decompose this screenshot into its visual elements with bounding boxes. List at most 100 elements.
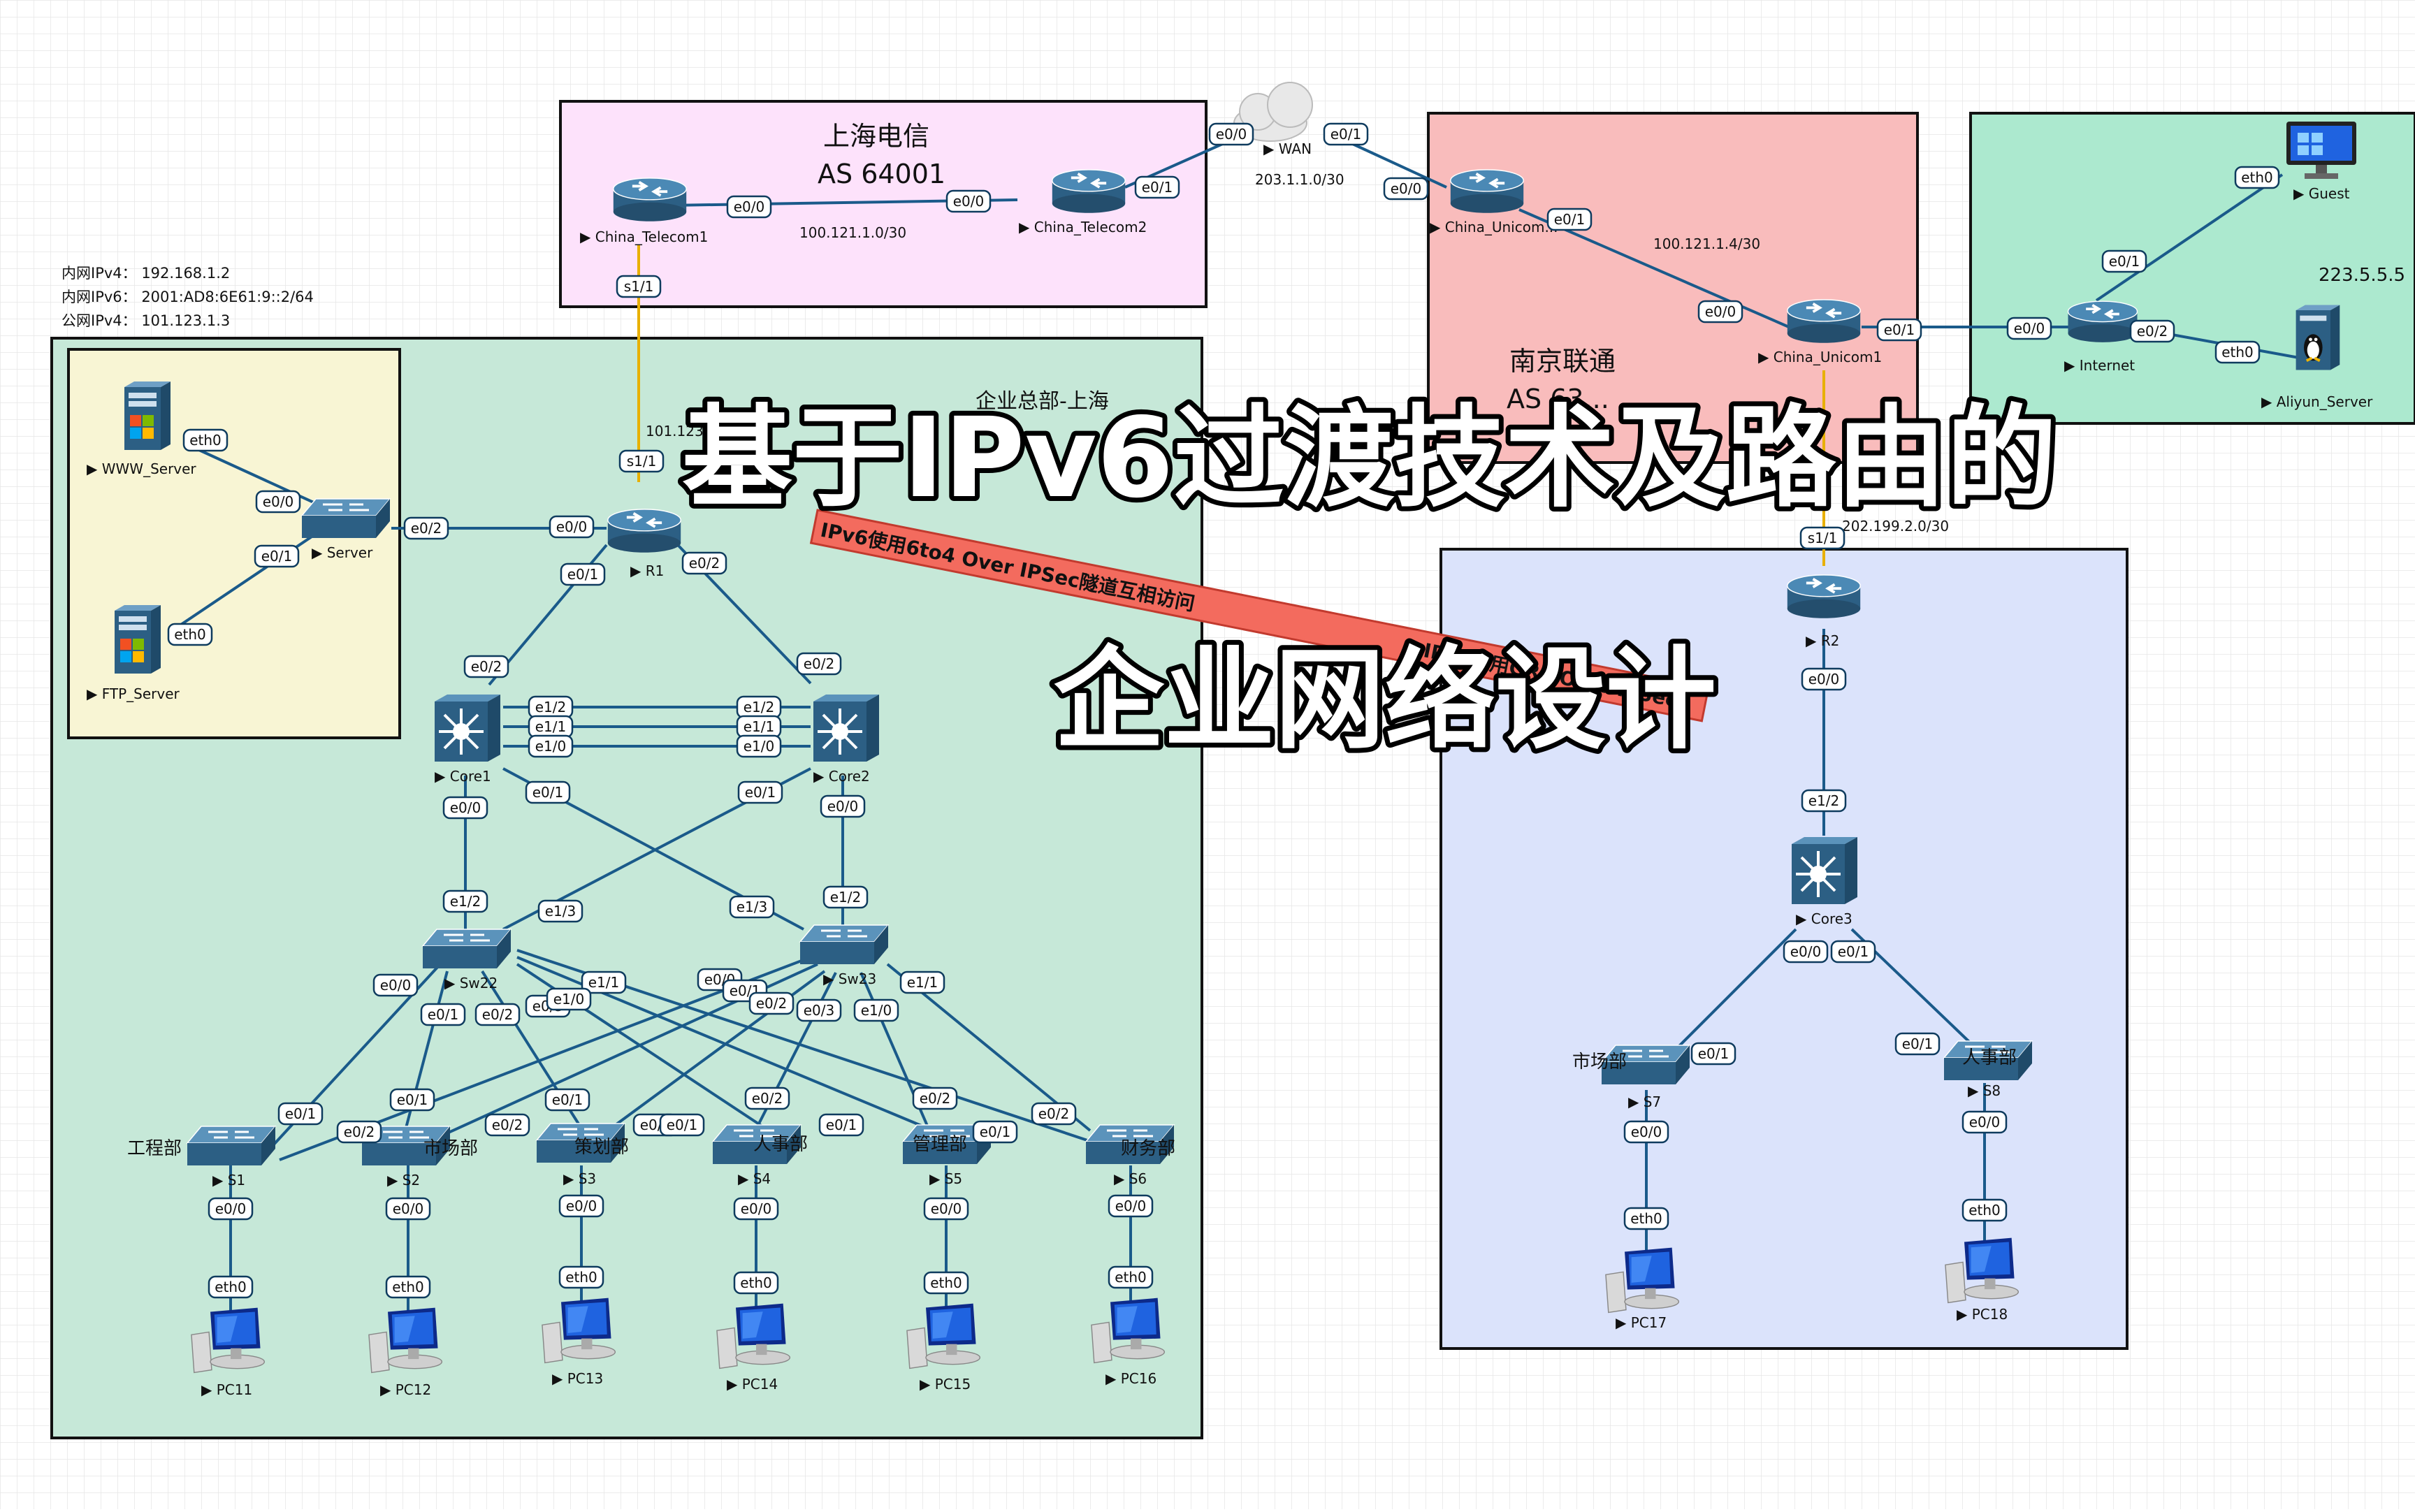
interface-tag: e0/1 <box>818 1113 864 1137</box>
interface-tag: e0/0 <box>820 794 866 818</box>
r1-router[interactable]: ▶ R1 <box>606 507 683 579</box>
telecom-as: AS 64001 <box>818 159 945 189</box>
interface-tag-label: e0/0 <box>393 1200 424 1217</box>
interface-tag-label: e0/1 <box>1554 211 1586 228</box>
s2-dept-label: 市场部 <box>423 1138 478 1159</box>
server-zone <box>67 348 401 739</box>
www-server[interactable]: ▶ WWW_Server <box>87 381 196 477</box>
internet-router[interactable]: ▶ Internet <box>2064 301 2138 374</box>
pc14[interactable]: ▶ PC14 <box>716 1302 791 1393</box>
interface-tag: e1/2 <box>736 695 782 719</box>
interface-tag-label: e0/1 <box>397 1091 428 1108</box>
interface-tag-box <box>659 1113 705 1137</box>
core3-switch[interactable]: ▶ Core3 <box>1790 836 1859 927</box>
interface-tag: e0/1 <box>972 1120 1018 1144</box>
interface-tag: e1/0 <box>853 998 899 1022</box>
interface-tag: e0/1 <box>1546 208 1593 231</box>
interface-tag: e1/1 <box>899 971 945 994</box>
interface-tag-box <box>923 1197 969 1221</box>
china-telecom2-router[interactable]: ▶ China_Telecom2 <box>1019 168 1147 235</box>
interface-tag-box <box>1623 1207 1669 1230</box>
interface-tag-label: e0/0 <box>380 977 412 994</box>
interface-tag-label: eth0 <box>1968 1202 2001 1219</box>
s4-switch[interactable]: 人事部 ▶ S4 <box>711 1124 808 1187</box>
interface-tag: e0/0 <box>1801 667 1847 691</box>
interface-tag-box <box>923 1271 969 1295</box>
interface-tag-label: e1/1 <box>588 974 620 991</box>
pc15-label: ▶ PC15 <box>920 1376 971 1393</box>
interface-tag-box <box>2214 340 2261 364</box>
interface-tag-label: e1/0 <box>535 738 567 755</box>
interface-tag: s1/1 <box>1799 526 1845 550</box>
s6-switch[interactable]: 财务部 ▶ S6 <box>1085 1124 1175 1187</box>
interface-tag-label: e0/0 <box>1391 180 1422 197</box>
china-unicom-a-router[interactable]: ▶ China_Unicom... <box>1430 168 1558 235</box>
switch-icon <box>799 924 890 966</box>
interface-tag: e0/2 <box>484 1113 530 1137</box>
interface-tag-label: e0/2 <box>1038 1105 1070 1122</box>
china-telecom1-router[interactable]: ▶ China_Telecom1 <box>580 176 708 245</box>
interface-tag-box <box>822 885 869 909</box>
interface-tag-box <box>1623 1120 1669 1144</box>
pc15[interactable]: ▶ PC15 <box>906 1302 981 1393</box>
interface-tag-label: e0/1 <box>980 1124 1011 1140</box>
interface-tag-box <box>1208 122 1254 146</box>
sw22-switch[interactable]: ▶ Sw22 <box>421 928 512 991</box>
interface-tag: e0/2 <box>796 652 842 676</box>
interface-tag-label: e0/0 <box>1969 1114 2001 1131</box>
pc16[interactable]: ▶ PC16 <box>1091 1297 1166 1387</box>
guest-host[interactable]: ▶ Guest <box>2286 122 2356 202</box>
interface-tag-label: e0/0 <box>450 799 481 816</box>
s4-dept-label: 人事部 <box>753 1134 808 1155</box>
interface-tag: eth0 <box>2234 166 2280 189</box>
server-switch[interactable]: ▶ Server <box>300 497 391 561</box>
s3-switch[interactable]: 策划部 ▶ S3 <box>535 1122 629 1187</box>
china-unicom1-router[interactable]: ▶ China_Unicom1 <box>1758 298 1882 365</box>
s2-switch[interactable]: 市场部 ▶ S2 <box>361 1125 478 1188</box>
interface-tag-label: e1/2 <box>1808 792 1840 809</box>
s4-label: ▶ S4 <box>738 1170 771 1187</box>
info-ipv4-internal: 内网IPv4： 192.168.1.2 <box>61 265 230 282</box>
interface-tag-box <box>729 895 775 919</box>
pc18[interactable]: ▶ PC18 <box>1945 1237 2019 1323</box>
interface-tag: e0/1 <box>1830 940 1876 964</box>
china-telecom1-label: ▶ China_Telecom1 <box>580 228 708 245</box>
interface-tag-box <box>2234 166 2280 189</box>
router-icon <box>611 176 688 223</box>
ftp-server[interactable]: ▶ FTP_Server <box>87 605 180 702</box>
core2-switch[interactable]: ▶ Core2 <box>812 693 880 785</box>
interface-tag-box <box>336 1120 382 1144</box>
interface-tag: e0/0 <box>1108 1194 1154 1218</box>
interface-tag-box <box>748 991 795 1015</box>
s5-switch[interactable]: 管理部 ▶ S5 <box>901 1124 992 1187</box>
info-ipv6-internal: 内网IPv6： 2001:AD8:6E61:9::2/64 <box>61 289 314 305</box>
interface-tag: eth0 <box>923 1271 969 1295</box>
interface-tag-label: e1/2 <box>535 699 567 715</box>
pc12[interactable]: ▶ PC12 <box>368 1307 443 1398</box>
aliyun-server[interactable]: ▶ Aliyun_Server <box>2261 303 2373 410</box>
interface-tag-box <box>796 998 842 1022</box>
unicom-title: 南京联通 <box>1509 346 1616 377</box>
interface-tag: e0/2 <box>463 655 509 678</box>
sw23-switch[interactable]: ▶ Sw23 <box>799 924 890 987</box>
interface-tag-box <box>1108 1265 1154 1289</box>
wan-cloud[interactable]: ▶ WAN 203.1.1.0/30 <box>1233 82 1344 188</box>
interface-tag: e0/2 <box>2129 319 2175 343</box>
s1-switch[interactable]: 工程部 ▶ S1 <box>127 1125 277 1188</box>
interface-tag-box <box>546 987 592 1011</box>
pc13[interactable]: ▶ PC13 <box>542 1297 616 1387</box>
interface-tag-box <box>796 652 842 676</box>
s7-switch[interactable]: 市场部 ▶ S7 <box>1572 1044 1691 1110</box>
pc11[interactable]: ▶ PC11 <box>191 1307 266 1398</box>
s8-switch[interactable]: 人事部 ▶ S8 <box>1943 1040 2033 1099</box>
pc17[interactable]: ▶ PC17 <box>1605 1246 1680 1331</box>
interface-tag: e0/0 <box>549 515 595 539</box>
r2-router[interactable]: ▶ R2 <box>1785 573 1862 649</box>
interface-tag-label: e0/0 <box>1790 943 1822 960</box>
core1-switch[interactable]: ▶ Core1 <box>433 693 502 785</box>
router-icon <box>1050 168 1127 215</box>
interface-tag: e1/3 <box>537 899 583 923</box>
interface-tag: eth0 <box>167 623 213 646</box>
interface-tag: e0/0 <box>1383 177 1429 201</box>
